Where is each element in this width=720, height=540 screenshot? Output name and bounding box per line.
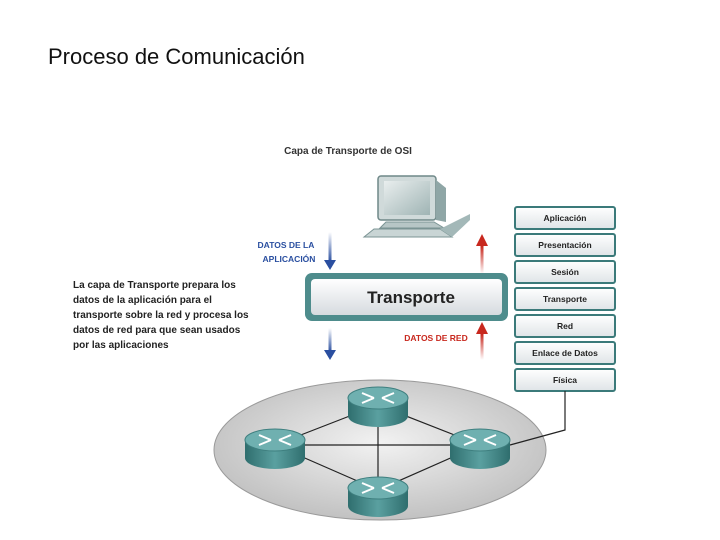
computer-icon [362,175,470,238]
osi-layer-sesion: Sesión [514,260,616,284]
net-data-up-arrow [476,322,488,360]
slide-title: Proceso de Comunicación [48,44,305,69]
net-data-label: DATOS DE RED [404,333,467,343]
router-icon [449,428,511,470]
router-icon [347,386,409,428]
diagram-heading: Capa de Transporte de OSI [284,146,412,157]
svg-text:Transporte: Transporte [543,294,587,304]
svg-text:Enlace de Datos: Enlace de Datos [532,348,598,358]
network-cloud [213,379,547,521]
physical-link-line [509,391,566,446]
transport-box-label: Transporte [367,288,455,307]
router-icon [347,476,409,518]
svg-text:Física: Física [553,375,577,385]
svg-text:Presentación: Presentación [538,240,591,250]
svg-text:Aplicación: Aplicación [544,213,587,223]
transport-box: Transporte [305,273,508,321]
transport-description: La capa de Transporte prepara los datos … [73,280,251,351]
app-data-down-arrow [324,232,336,270]
app-data-up-arrow [476,234,488,274]
osi-layer-enlace-de-datos: Enlace de Datos [514,341,616,365]
osi-layer-stack: Aplicación Presentación Sesión Transport… [514,206,616,392]
osi-layer-red: Red [514,314,616,338]
osi-layer-transporte: Transporte [514,287,616,311]
svg-text:Red: Red [557,321,573,331]
app-data-label: DATOS DE LA APLICACIÓN [258,240,317,264]
net-data-down-arrow-left [324,328,336,360]
osi-layer-fisica: Física [514,368,616,392]
osi-layer-presentacion: Presentación [514,233,616,257]
osi-layer-aplicacion: Aplicación [514,206,616,230]
svg-text:Sesión: Sesión [551,267,579,277]
router-icon [244,428,306,470]
